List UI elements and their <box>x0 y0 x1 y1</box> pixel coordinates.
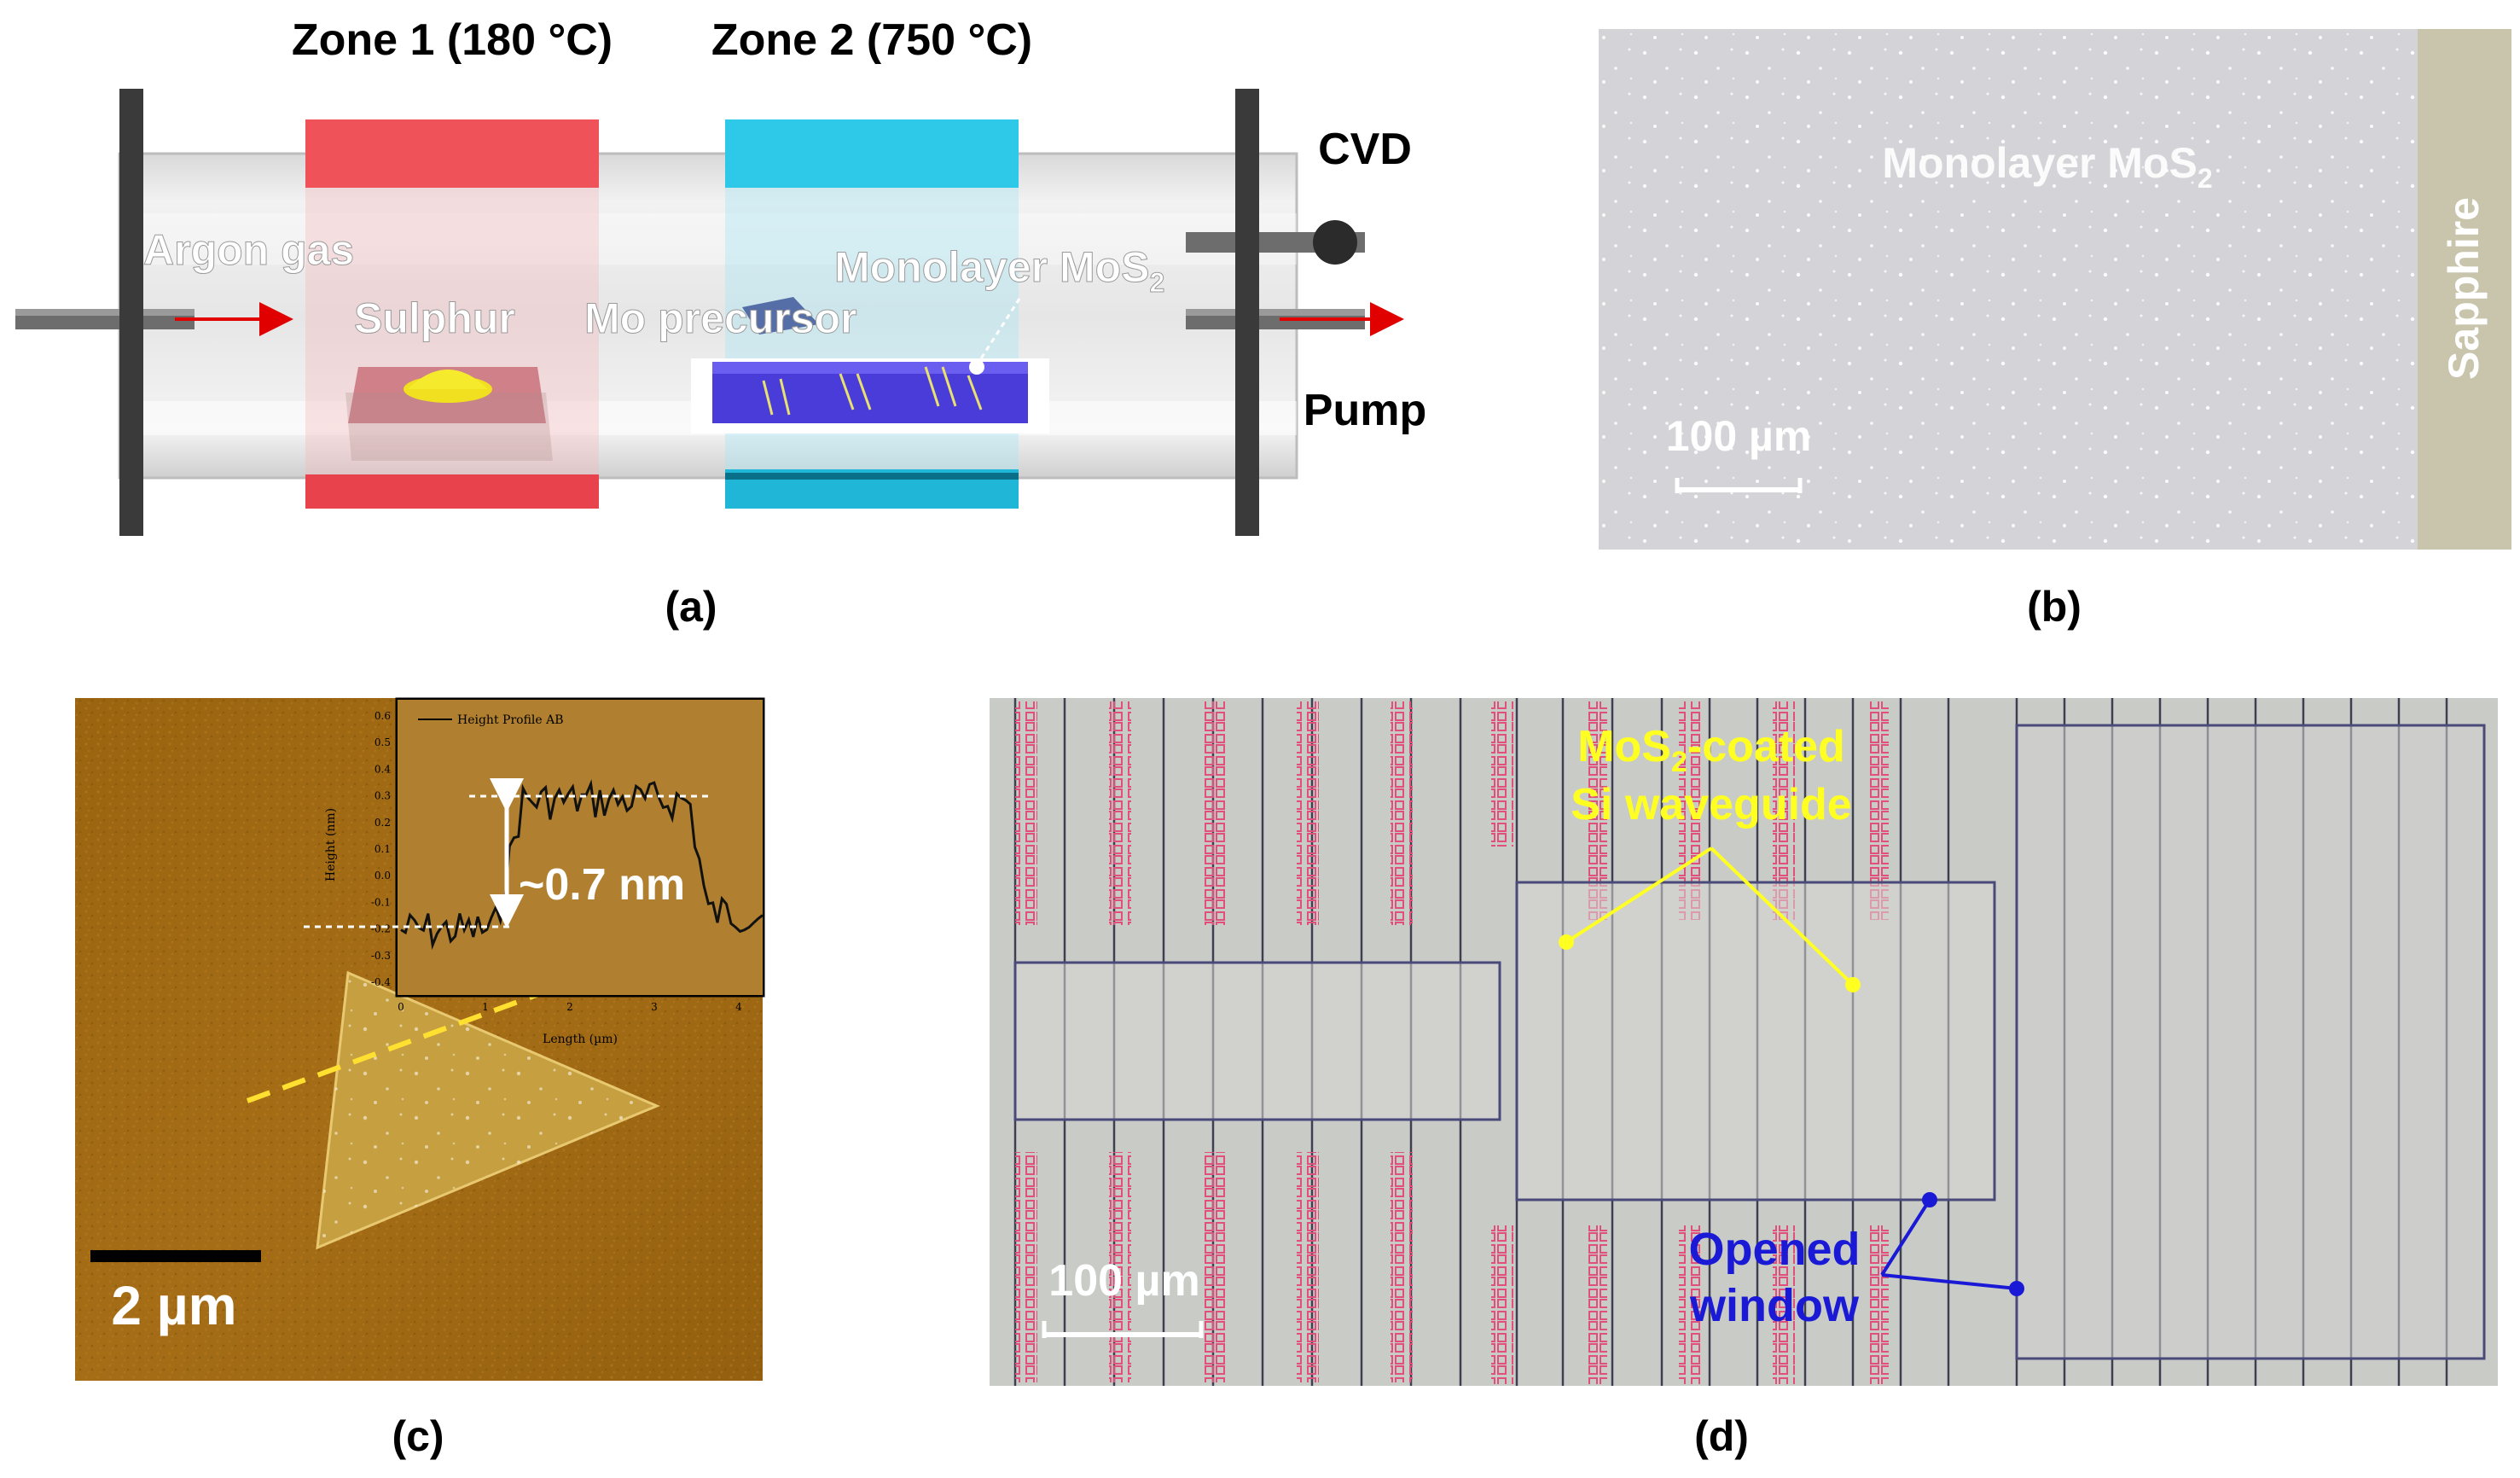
sapphire-strip <box>2418 29 2511 550</box>
step-height-label: ~0.7 nm <box>519 860 685 910</box>
inset-y-tick-label: 0.4 <box>375 763 391 775</box>
grating-pad-column <box>1203 701 1225 925</box>
grating-pad-column <box>1585 1225 1607 1384</box>
height-profile-trace <box>400 779 764 951</box>
grating-pad-column <box>1773 1225 1795 1384</box>
grating-pad-column <box>1109 701 1131 925</box>
opened-window-left <box>1013 961 1501 1121</box>
mo-precursor-label: Mo precursor <box>584 294 857 342</box>
inset-x-tick-label: 2 <box>566 1001 573 1013</box>
inset-y-tick-label: -0.1 <box>371 896 391 908</box>
inset-plot-area <box>398 700 763 995</box>
window-label-line1: Opened <box>1688 1224 1860 1275</box>
panel-c-afm-image: 2 µm 0.6 0.5 0.4 0.3 0.2 0.1 0.0 -0.1 -0.2 -0.3 -0… <box>75 697 765 1460</box>
opened-window-right <box>2015 724 2486 1360</box>
inset-x-tick-label: 1 <box>482 1001 489 1013</box>
panel-d-waveguide-image: MoS2-coated Si waveguide Opened window 1… <box>990 698 2498 1460</box>
inset-y-tick-label: -0.3 <box>371 950 391 962</box>
sulphur-label: Sulphur <box>354 294 515 342</box>
scale-label-d: 100 µm <box>1048 1256 1199 1306</box>
scale-label-c: 2 µm <box>111 1275 236 1336</box>
opened-window-center <box>1515 881 1996 1202</box>
coated-label-line2: Si waveguide <box>1571 780 1851 829</box>
caption-d: (d) <box>1694 1412 1749 1460</box>
pump-label: Pump <box>1304 386 1426 435</box>
inset-y-tick-label: 0.6 <box>375 710 391 722</box>
left-flange <box>119 89 143 536</box>
inset-xlabel: Length (µm) <box>543 1033 618 1046</box>
window-marker-2 <box>2009 1281 2024 1296</box>
grating-pad-column <box>1391 1152 1413 1382</box>
height-profile-inset: 0.6 0.5 0.4 0.3 0.2 0.1 0.0 -0.1 -0.2 -0.3 -0.4 0 1… <box>304 697 765 1046</box>
inset-ylabel: Height (nm) <box>324 808 338 882</box>
inset-y-tick-label: -0.4 <box>371 976 392 988</box>
cvd-label: CVD <box>1318 125 1412 174</box>
monolayer-label-b: Monolayer MoS2 <box>1882 139 2212 194</box>
coated-marker-1 <box>1559 934 1574 950</box>
inset-y-tick-label: 0.5 <box>375 736 391 748</box>
grating-pad-column <box>1015 701 1037 925</box>
monolayer-label-a: Monolayer MoS2 <box>834 243 1164 298</box>
zone1-label: Zone 1 (180 °C) <box>292 15 613 65</box>
grating-pad-column <box>1491 1225 1513 1384</box>
caption-c: (c) <box>392 1412 444 1460</box>
grating-pad-columns <box>1015 701 1889 1384</box>
zone2-heater-top <box>725 119 1019 188</box>
inset-x-tick-label: 3 <box>651 1001 658 1013</box>
panel-a-cvd-schematic: Zone 1 (180 °C) Zone 2 (750 °C) CVD Pump… <box>15 15 1426 631</box>
grating-pad-column <box>1297 1152 1319 1382</box>
inset-y-tick-label: 0.2 <box>375 817 391 829</box>
caption-a: (a) <box>665 583 717 631</box>
grating-pad-column <box>1391 701 1413 925</box>
argon-gas-label: Argon gas <box>143 226 354 274</box>
inset-y-tick-label: -0.2 <box>371 923 391 935</box>
grating-pad-column <box>1491 701 1513 847</box>
zone1-heater-bottom <box>305 474 599 509</box>
grating-pad-column <box>1679 1225 1701 1384</box>
scale-label-b: 100 µm <box>1666 412 1812 460</box>
grating-pad-column <box>1203 1152 1225 1382</box>
grating-pad-column <box>1297 701 1319 925</box>
inset-x-tick-label: 4 <box>735 1001 742 1013</box>
inset-y-tick-label: 0.0 <box>375 870 391 882</box>
grating-pad-column <box>1109 1152 1131 1382</box>
inset-x-tick-label: 0 <box>398 1001 404 1013</box>
coated-label-line1: MoS2-coated <box>1577 722 1845 778</box>
window-label-line2: window <box>1689 1280 1860 1331</box>
inset-x-ticks: 0 1 2 3 4 <box>398 1001 742 1013</box>
valve-knob-icon <box>1313 220 1357 265</box>
inset-y-tick-label: 0.1 <box>375 843 391 855</box>
grating-pad-column <box>1867 1225 1889 1384</box>
inset-y-tick-label: 0.3 <box>375 790 391 802</box>
zone1-heater-top <box>305 119 599 188</box>
window-marker-1 <box>1922 1192 1937 1207</box>
inset-legend: Height Profile AB <box>457 713 564 727</box>
caption-b: (b) <box>2027 583 2082 631</box>
zone2-label: Zone 2 (750 °C) <box>711 15 1032 65</box>
panel-b-optical-image: Monolayer MoS2 Sapphire 100 µm (b) <box>1599 29 2511 631</box>
grating-pad-column <box>1015 1152 1037 1382</box>
coated-marker-2 <box>1845 977 1861 992</box>
mos2-flakes <box>762 366 983 416</box>
right-flange <box>1235 89 1259 536</box>
sapphire-label: Sapphire <box>2440 197 2488 380</box>
